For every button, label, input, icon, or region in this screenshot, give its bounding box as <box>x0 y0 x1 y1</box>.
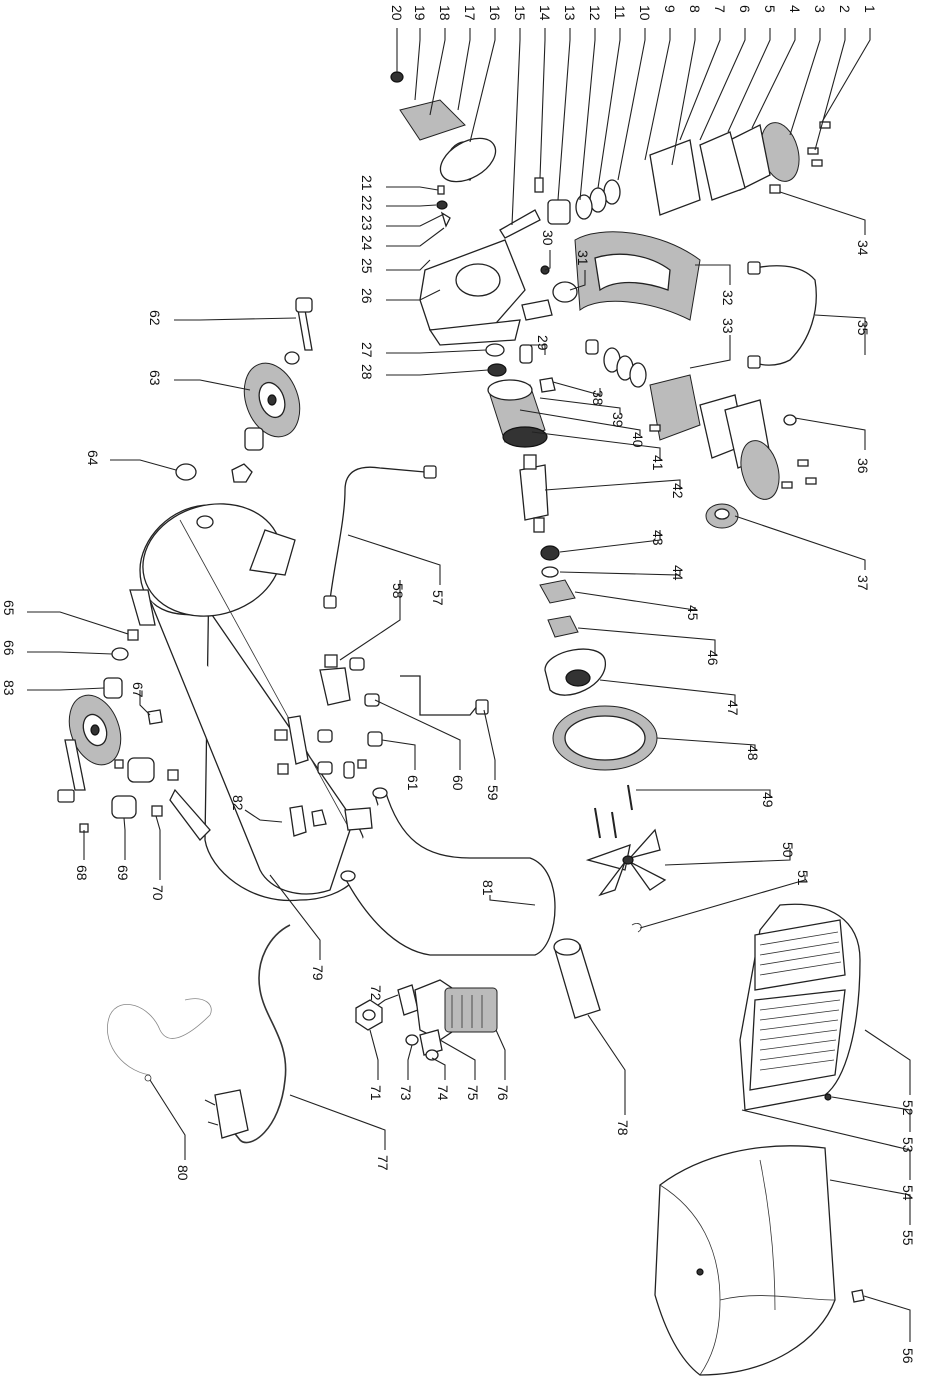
callout-15: 15 <box>512 5 528 21</box>
callout-70: 70 <box>150 885 166 901</box>
callout-20: 20 <box>389 5 405 21</box>
callout-79: 79 <box>310 965 326 981</box>
callout-23: 23 <box>359 215 375 231</box>
callout-72: 72 <box>368 985 384 1001</box>
callout-83: 83 <box>1 680 17 696</box>
callout-71: 71 <box>368 1085 384 1101</box>
callout-46: 46 <box>705 650 721 666</box>
callout-31: 31 <box>575 250 591 266</box>
callout-62: 62 <box>147 310 163 326</box>
callout-56: 56 <box>900 1348 916 1364</box>
callout-33: 33 <box>720 318 736 334</box>
callout-52: 52 <box>900 1100 916 1116</box>
tank-handle <box>341 788 555 955</box>
callout-53: 53 <box>900 1137 916 1153</box>
callout-35: 35 <box>855 320 871 336</box>
callout-74: 74 <box>435 1085 451 1101</box>
callout-22: 22 <box>359 195 375 211</box>
callout-29: 29 <box>535 335 551 351</box>
callout-18: 18 <box>437 5 453 21</box>
callout-39: 39 <box>610 412 626 428</box>
callout-13: 13 <box>562 5 578 21</box>
callout-12: 12 <box>587 5 603 21</box>
leader-lines <box>27 28 910 1342</box>
callout-51: 51 <box>795 870 811 886</box>
callout-50: 50 <box>780 842 796 858</box>
callout-58: 58 <box>390 583 406 599</box>
callout-38: 38 <box>590 390 606 406</box>
crankshaft <box>520 455 548 532</box>
callout-75: 75 <box>465 1085 481 1101</box>
air-filter <box>706 504 738 528</box>
callout-36: 36 <box>855 458 871 474</box>
fan <box>588 785 665 932</box>
callout-2: 2 <box>837 5 853 13</box>
callout-21: 21 <box>359 175 375 191</box>
callout-19: 19 <box>412 5 428 21</box>
callout-48: 48 <box>745 745 761 761</box>
power-cord <box>205 925 290 1143</box>
callout-1: 1 <box>862 5 878 13</box>
callout-60: 60 <box>450 775 466 791</box>
callout-77: 77 <box>375 1155 391 1171</box>
crankcase <box>420 186 525 345</box>
callout-55: 55 <box>900 1230 916 1246</box>
callout-73: 73 <box>398 1085 414 1101</box>
callout-49: 49 <box>760 792 776 808</box>
callout-30: 30 <box>540 230 556 246</box>
callout-81: 81 <box>480 880 496 896</box>
callout-37: 37 <box>855 575 871 591</box>
callout-14: 14 <box>537 5 553 21</box>
pump-head-upper <box>391 72 830 238</box>
callout-40: 40 <box>630 432 646 448</box>
callout-59: 59 <box>485 785 501 801</box>
fan-ring <box>553 706 657 770</box>
callout-63: 63 <box>147 370 163 386</box>
callout-69: 69 <box>115 865 131 881</box>
callout-26: 26 <box>359 288 375 304</box>
callout-6: 6 <box>737 5 753 13</box>
callout-45: 45 <box>685 605 701 621</box>
callout-64: 64 <box>85 450 101 466</box>
callout-44: 44 <box>670 565 686 581</box>
callout-28: 28 <box>359 364 375 380</box>
callout-42: 42 <box>670 483 686 499</box>
callout-8: 8 <box>687 5 703 13</box>
callout-34: 34 <box>855 240 871 256</box>
callout-32: 32 <box>720 290 736 306</box>
air-hose <box>107 999 211 1081</box>
callout-68: 68 <box>74 865 90 881</box>
callout-17: 17 <box>462 5 478 21</box>
callout-9: 9 <box>662 5 678 13</box>
callout-10: 10 <box>637 5 653 21</box>
fan-hub-parts <box>540 546 605 695</box>
callout-25: 25 <box>359 258 375 274</box>
callout-47: 47 <box>725 700 741 716</box>
callout-41: 41 <box>650 455 666 471</box>
spacer-tube <box>554 939 600 1018</box>
callout-78: 78 <box>615 1120 631 1136</box>
callout-5: 5 <box>762 5 778 13</box>
callout-43: 43 <box>650 530 666 546</box>
callout-3: 3 <box>812 5 828 13</box>
callout-54: 54 <box>900 1185 916 1201</box>
callout-4: 4 <box>787 5 803 13</box>
callout-82: 82 <box>230 795 246 811</box>
callout-27: 27 <box>359 342 375 358</box>
callout-67: 67 <box>130 682 146 698</box>
callout-65: 65 <box>1 600 17 616</box>
fan-cover <box>740 904 860 1110</box>
callout-57: 57 <box>430 590 446 606</box>
callout-24: 24 <box>359 235 375 251</box>
callout-66: 66 <box>1 640 17 656</box>
callout-7: 7 <box>712 5 728 13</box>
callout-76: 76 <box>495 1085 511 1101</box>
callout-16: 16 <box>487 5 503 21</box>
u-tube <box>748 262 816 368</box>
callout-11: 11 <box>612 5 628 20</box>
callout-61: 61 <box>405 775 421 791</box>
callout-80: 80 <box>175 1165 191 1181</box>
